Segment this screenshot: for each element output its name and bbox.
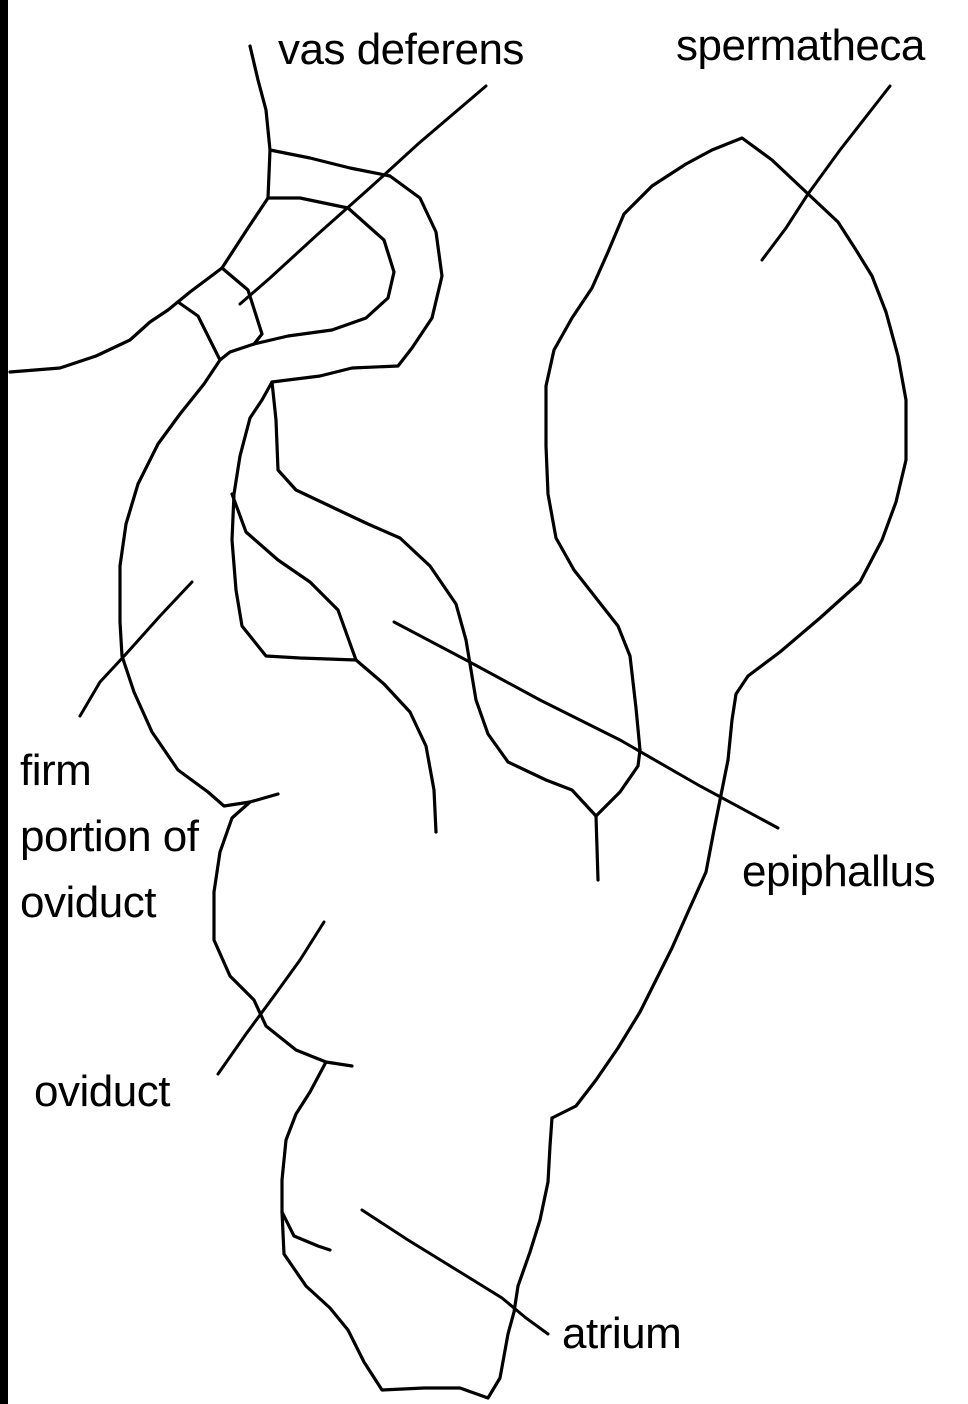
label-firm-portion-of-oviduct: firm portion of oviduct bbox=[20, 738, 198, 936]
leader-vas-deferens bbox=[240, 86, 486, 304]
vas-deferens-outline bbox=[10, 46, 442, 806]
leader-epiphallus bbox=[394, 622, 778, 828]
leader-oviduct bbox=[218, 922, 324, 1074]
spermatheca-outline bbox=[546, 138, 906, 1118]
leader-spermatheca bbox=[762, 86, 890, 260]
leader-atrium bbox=[362, 1210, 548, 1334]
label-firm-line-2: portion of bbox=[20, 804, 198, 870]
label-epiphallus: epiphallus bbox=[742, 850, 935, 894]
label-vas-deferens: vas deferens bbox=[278, 28, 524, 72]
vas-deferens-inner-tube bbox=[232, 382, 640, 880]
label-oviduct: oviduct bbox=[34, 1070, 170, 1114]
leader-lines bbox=[80, 86, 890, 1334]
label-atrium: atrium bbox=[562, 1312, 681, 1356]
oviduct-atrium-outline bbox=[214, 802, 552, 1398]
label-spermatheca: spermatheca bbox=[676, 24, 925, 68]
label-firm-line-3: oviduct bbox=[20, 870, 198, 936]
label-firm-line-1: firm bbox=[20, 738, 198, 804]
